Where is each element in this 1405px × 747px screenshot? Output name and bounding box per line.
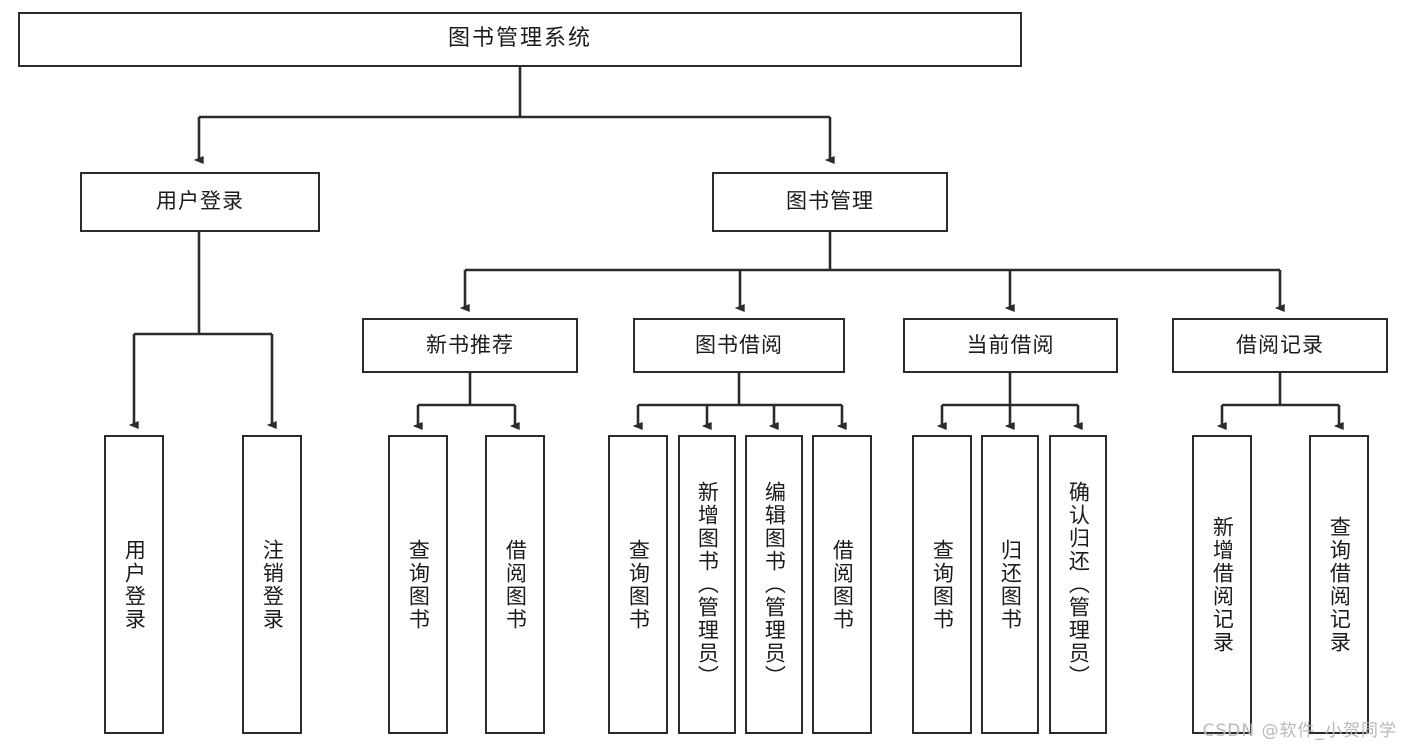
leaf-borrow-book-2[interactable]: 借阅图书 xyxy=(812,435,872,734)
node-label: 查询借阅记录 xyxy=(1327,515,1352,654)
node-label: 借阅记录 xyxy=(1236,332,1324,357)
node-borrow-record[interactable]: 借阅记录 xyxy=(1172,318,1388,373)
node-label: 查询图书 xyxy=(626,538,651,631)
leaf-return-book[interactable]: 归还图书 xyxy=(981,435,1039,734)
node-label: 当前借阅 xyxy=(966,332,1055,357)
node-label: 查询图书 xyxy=(406,538,431,631)
node-user-login[interactable]: 用户登录 xyxy=(80,172,320,232)
node-label: 查询图书 xyxy=(930,538,955,631)
node-label: 归还图书 xyxy=(998,538,1023,631)
leaf-query-borrow-record[interactable]: 查询借阅记录 xyxy=(1309,435,1369,734)
node-label: 新书推荐 xyxy=(426,332,514,357)
leaf-query-book-2[interactable]: 查询图书 xyxy=(608,435,668,734)
leaf-borrow-book-1[interactable]: 借阅图书 xyxy=(485,435,545,734)
leaf-query-book-1[interactable]: 查询图书 xyxy=(388,435,448,734)
leaf-add-book-admin[interactable]: 新增图书（管理员） xyxy=(678,435,736,734)
leaf-logout-login[interactable]: 注销登录 xyxy=(242,435,302,734)
leaf-query-book-3[interactable]: 查询图书 xyxy=(912,435,972,734)
node-book-borrow[interactable]: 图书借阅 xyxy=(633,318,845,373)
node-label: 图书借阅 xyxy=(695,332,783,357)
node-label: 编辑图书（管理员） xyxy=(762,481,787,688)
node-current-borrow[interactable]: 当前借阅 xyxy=(903,318,1118,373)
node-label: 新增借阅记录 xyxy=(1210,515,1235,654)
node-root-system[interactable]: 图书管理系统 xyxy=(18,12,1022,67)
leaf-add-borrow-record[interactable]: 新增借阅记录 xyxy=(1192,435,1252,734)
node-label: 新增图书（管理员） xyxy=(695,481,720,688)
node-label: 借阅图书 xyxy=(503,538,528,631)
node-label: 图书管理 xyxy=(786,189,874,214)
leaf-edit-book-admin[interactable]: 编辑图书（管理员） xyxy=(745,435,803,734)
node-label: 用户登录 xyxy=(156,189,244,214)
watermark-text: CSDN @软件_小贺同学 xyxy=(1202,721,1397,741)
node-new-book-recommend[interactable]: 新书推荐 xyxy=(362,318,578,373)
node-label: 注销登录 xyxy=(260,538,285,631)
node-label: 借阅图书 xyxy=(830,538,855,631)
node-label: 确认归还（管理员） xyxy=(1066,481,1091,688)
node-label: 图书管理系统 xyxy=(447,26,592,52)
node-label: 用户登录 xyxy=(122,538,147,631)
leaf-user-login[interactable]: 用户登录 xyxy=(104,435,164,734)
leaf-confirm-return-admin[interactable]: 确认归还（管理员） xyxy=(1049,435,1107,734)
node-book-management[interactable]: 图书管理 xyxy=(712,172,948,232)
